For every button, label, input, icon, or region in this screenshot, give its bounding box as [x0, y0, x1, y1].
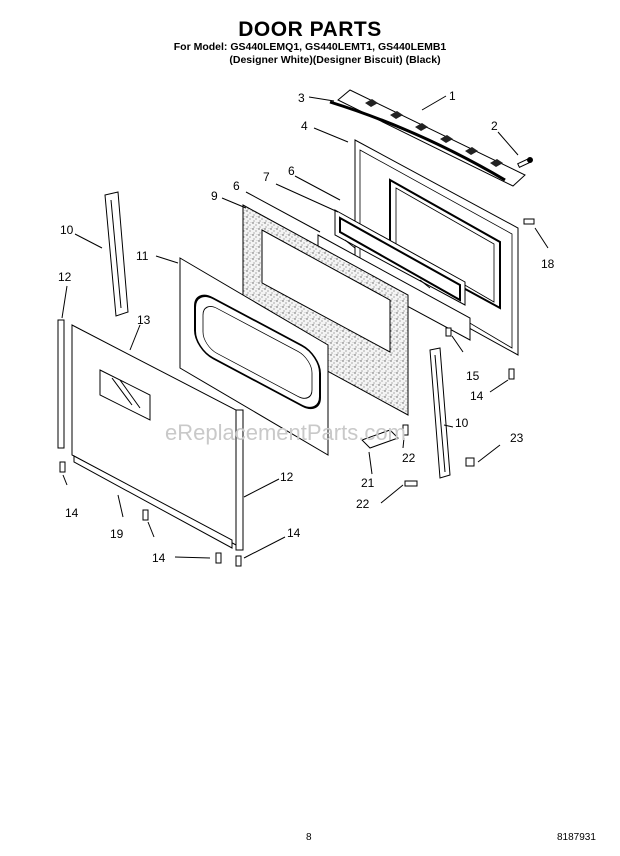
document-number: 8187931: [557, 832, 596, 843]
callout-2: 2: [491, 119, 498, 133]
callout-14-lower-right: 14: [287, 526, 301, 540]
callout-14-bottom: 14: [152, 551, 166, 565]
color-line: (Designer White)(Designer Biscuit) (Blac…: [229, 54, 441, 66]
leader-lines: [61, 95, 549, 559]
model-line: For Model: GS440LEMQ1, GS440LEMT1, GS440…: [173, 41, 447, 53]
callout-11: 11: [136, 249, 149, 263]
part-screw-top: [517, 157, 533, 169]
part-glass-pack: [334, 209, 466, 306]
part-vent-trim: [337, 89, 526, 187]
part-hinge-channel-right: [429, 347, 451, 479]
callout-13: 13: [137, 313, 151, 327]
part-trim-strip: [329, 100, 506, 182]
callout-4: 4: [301, 119, 308, 133]
callout-7: 7: [263, 170, 270, 184]
callout-6-left: 6: [233, 179, 240, 193]
callout-22-bottom: 22: [356, 497, 370, 511]
callouts: 1 2 3 4 6 6 7 9 10 11 12 13 18 15 14 10 …: [58, 89, 555, 565]
callout-1: 1: [449, 89, 456, 103]
callout-14-left: 14: [65, 506, 79, 520]
callout-19: 19: [110, 527, 124, 541]
callout-14-right: 14: [470, 389, 484, 403]
callout-6-top: 6: [288, 164, 295, 178]
callout-3: 3: [298, 91, 305, 105]
callout-21: 21: [361, 476, 375, 490]
part-screws: [59, 218, 535, 567]
callout-22-top: 22: [402, 451, 416, 465]
callout-10-left: 10: [60, 223, 74, 237]
part-bracket: [361, 429, 399, 449]
callout-10-right: 10: [455, 416, 469, 430]
callout-12-left: 12: [58, 270, 72, 284]
page-number: 8: [306, 832, 312, 843]
callout-15: 15: [466, 369, 480, 383]
part-hinge-channel-left: [104, 191, 129, 317]
part-side-strip-left: [57, 319, 65, 449]
callout-12-right: 12: [280, 470, 294, 484]
page-title: DOOR PARTS: [238, 18, 382, 41]
part-door-liner: [179, 257, 329, 456]
part-insulation: [242, 204, 409, 416]
callout-9: 9: [211, 189, 218, 203]
part-side-strip-right: [235, 409, 244, 551]
watermark: eReplacementParts.com: [165, 420, 406, 445]
callout-23: 23: [510, 431, 524, 445]
part-bottom-trim: [73, 455, 233, 549]
callout-18: 18: [541, 257, 555, 271]
